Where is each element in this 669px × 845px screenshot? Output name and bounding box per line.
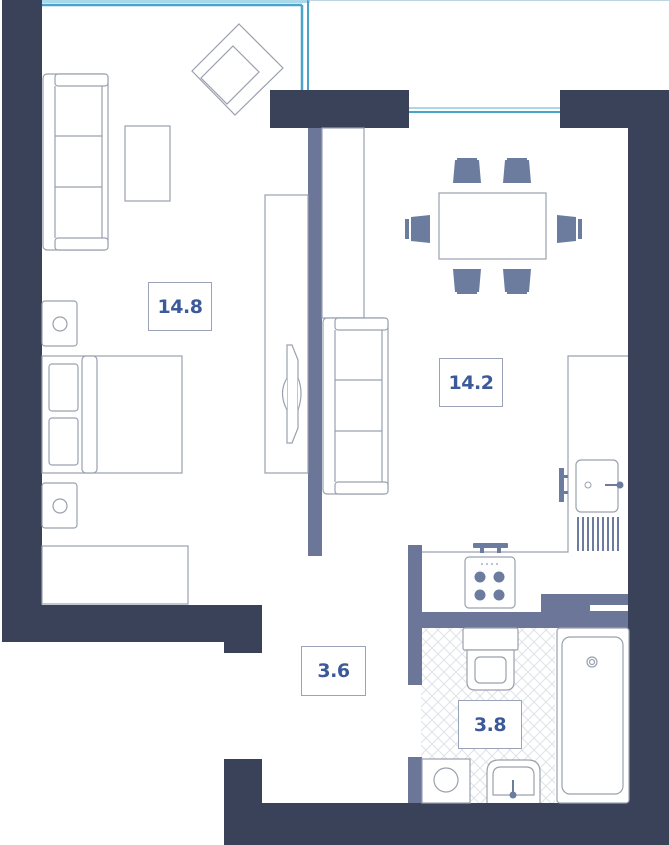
balcony-window-left	[40, 0, 669, 90]
kitchen-vent-slot	[590, 605, 628, 611]
kitchen-sink	[559, 459, 624, 513]
inner-walls	[308, 128, 628, 803]
dining-table	[438, 192, 547, 260]
area-label-kitchen-living: 14.2	[439, 358, 503, 407]
area-label-bathroom: 3.8	[458, 700, 522, 749]
kitchen-counter	[422, 355, 628, 553]
coffee-table	[124, 125, 171, 202]
toilet	[462, 627, 519, 691]
nightstand-top	[41, 300, 78, 347]
dish-rack	[577, 517, 619, 551]
area-label-living-bedroom: 14.8	[148, 282, 212, 331]
armchair	[191, 23, 284, 116]
tv-icon	[281, 344, 302, 444]
dining-chairs	[405, 158, 582, 294]
stove	[464, 543, 516, 609]
area-label-hallway: 3.6	[301, 646, 366, 696]
bathtub	[556, 627, 630, 804]
window-kitchen	[408, 107, 560, 113]
sofa-center	[322, 317, 389, 495]
sofa-left	[42, 73, 109, 251]
dresser	[41, 545, 189, 605]
bookshelf	[321, 127, 365, 319]
bed	[41, 355, 183, 474]
nightstand-bottom	[41, 482, 78, 529]
bathroom-sink	[486, 759, 541, 803]
washing-machine	[421, 758, 471, 804]
